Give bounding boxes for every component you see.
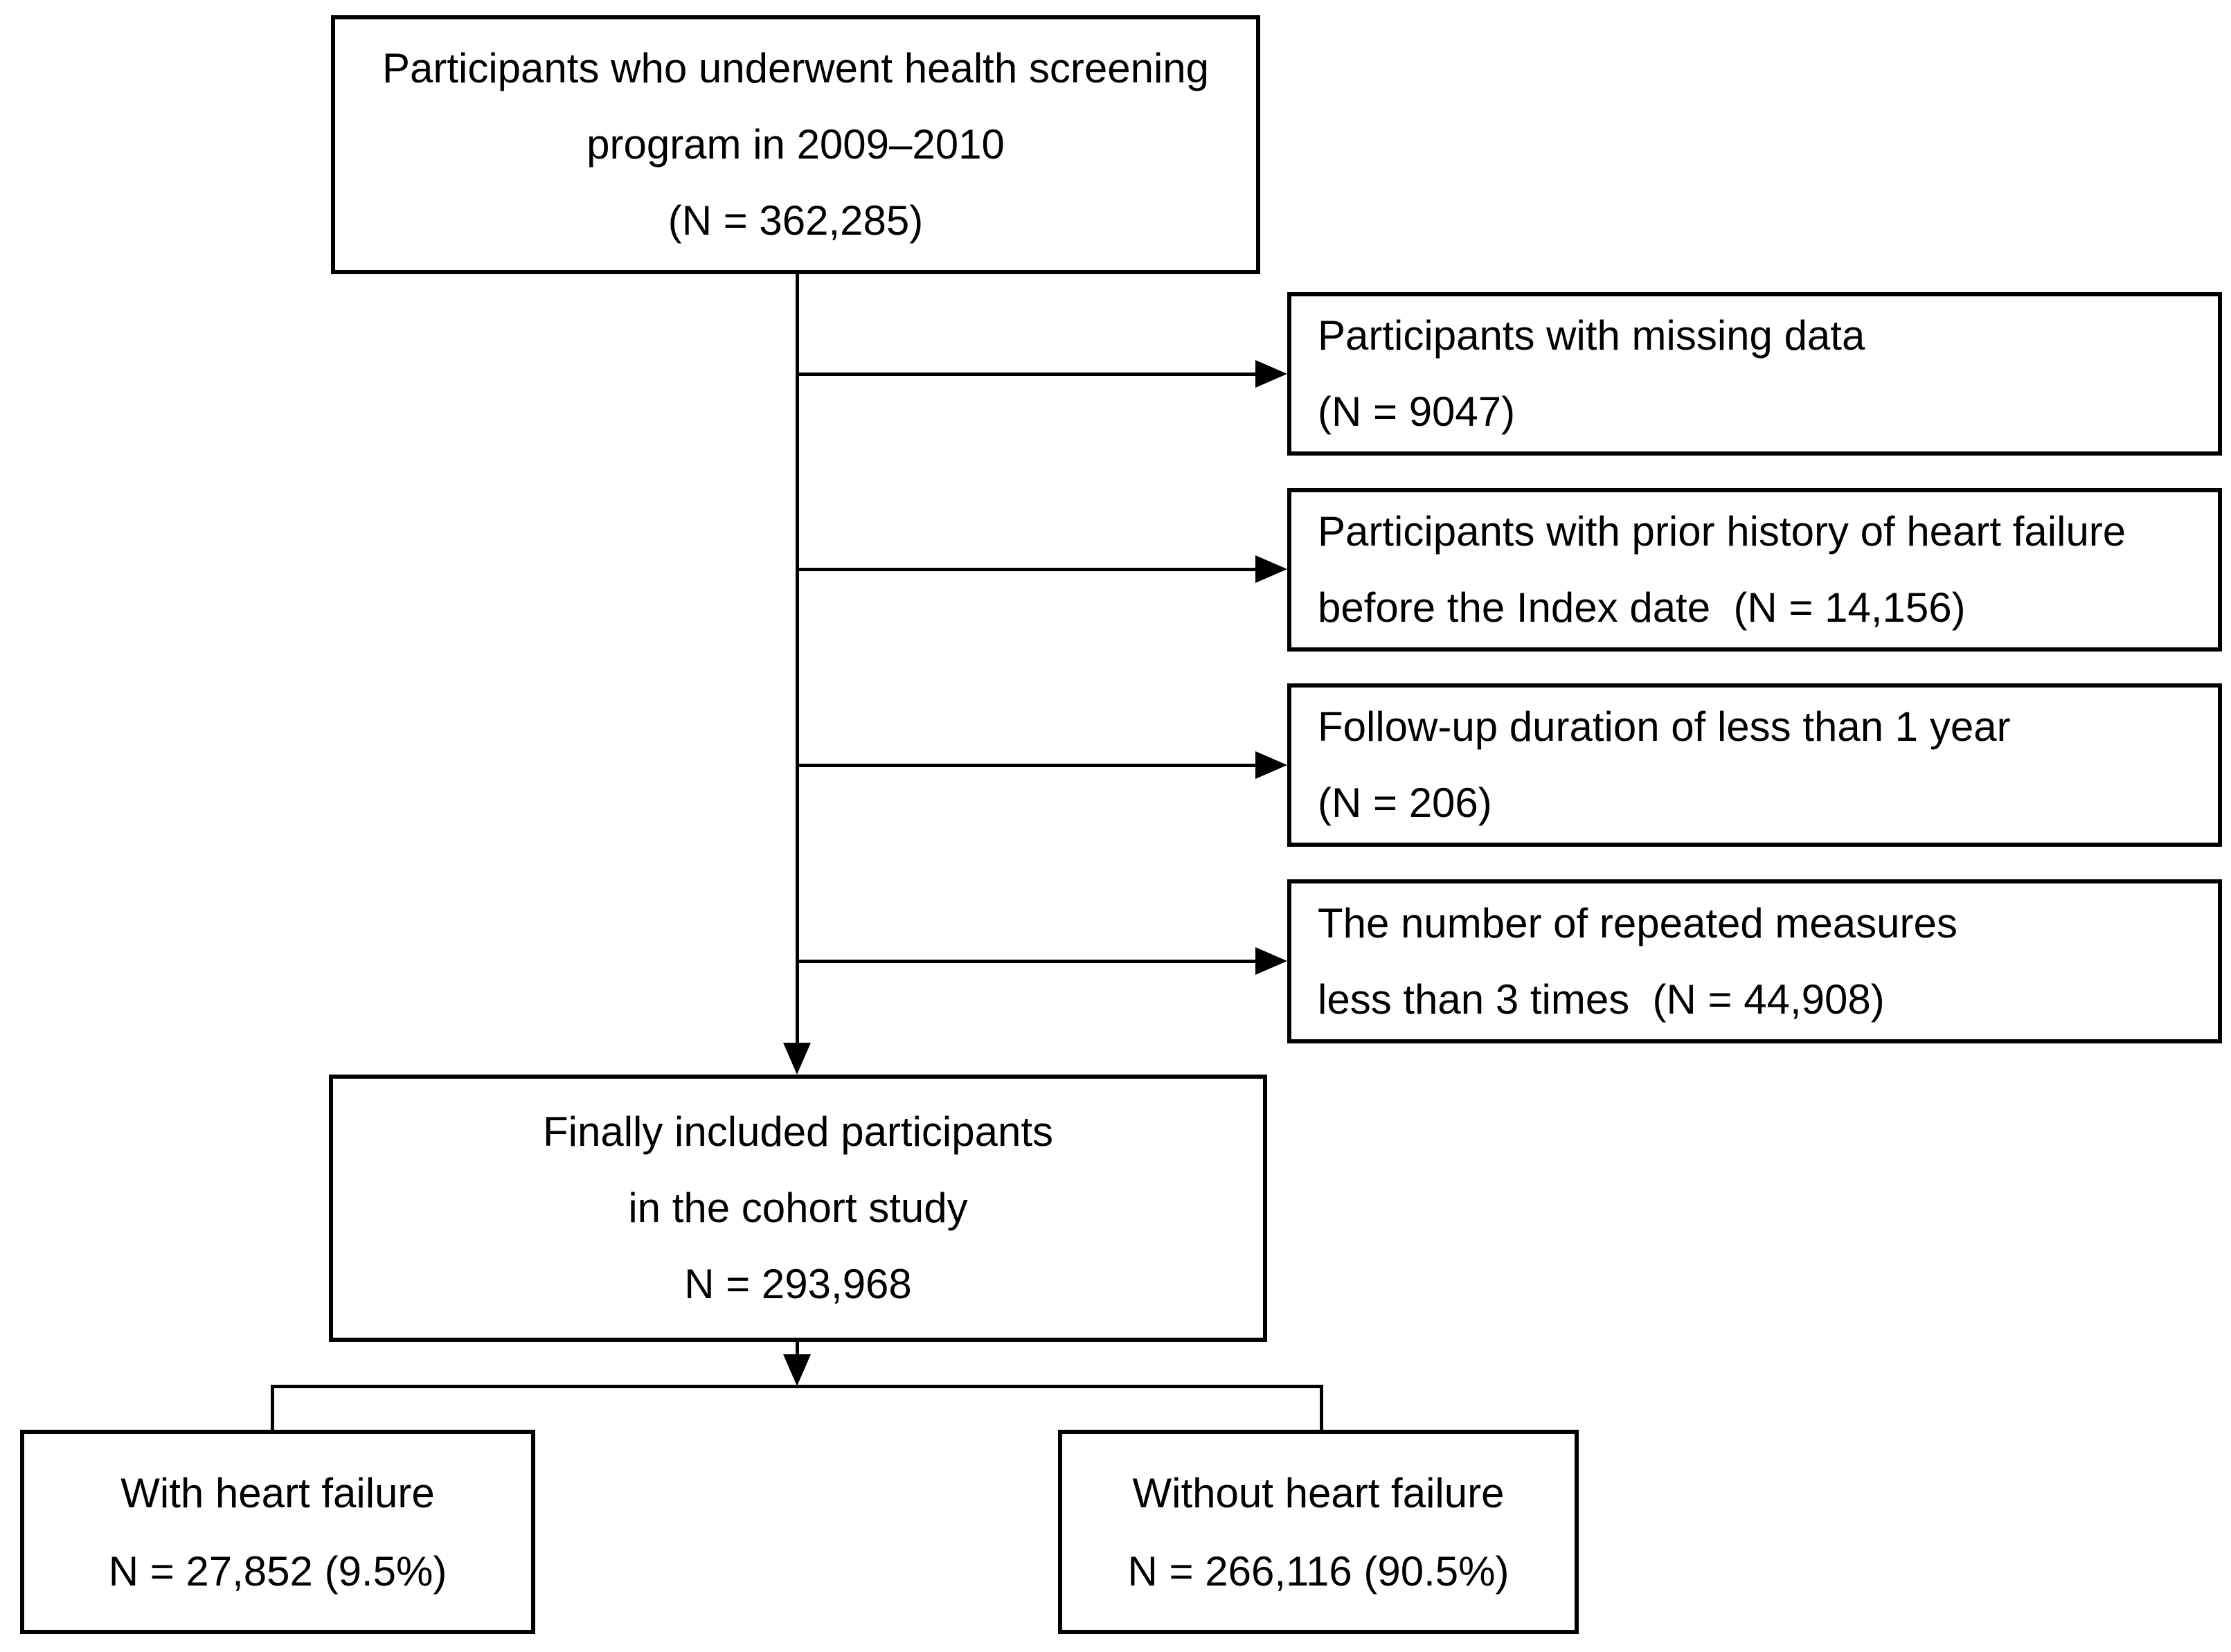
arrowhead-right-exclusion-1 bbox=[1255, 360, 1287, 388]
exclusion-1-line-1: Participants with missing data bbox=[1318, 312, 1865, 359]
exclusion-3-line-2: (N = 206) bbox=[1318, 780, 1492, 826]
connector-exclusion-3 bbox=[796, 764, 1258, 767]
connector-split-right-drop bbox=[1320, 1387, 1323, 1431]
exclusion-2-line-1: Participants with prior history of heart… bbox=[1318, 508, 2126, 555]
with-hf-line-1: With heart failure bbox=[120, 1469, 435, 1516]
flow-box-exclusion-followup-duration: Follow-up duration of less than 1 year (… bbox=[1287, 683, 2222, 847]
exclusion-4-line-2: less than 3 times (N = 44,908) bbox=[1318, 976, 1885, 1023]
arrowhead-right-exclusion-4 bbox=[1255, 947, 1287, 975]
final-box-line-1: Finally included participants bbox=[542, 1108, 1054, 1155]
flow-box-exclusion-missing-data: Participants with missing data (N = 9047… bbox=[1287, 292, 2222, 456]
final-box-line-2: in the cohort study bbox=[628, 1185, 968, 1231]
screening-box-line-1: Participants who underwent health screen… bbox=[382, 45, 1210, 91]
connector-exclusion-1 bbox=[796, 372, 1258, 376]
with-hf-line-2: N = 27,852 (9.5%) bbox=[108, 1547, 447, 1595]
connector-final-stem bbox=[796, 1340, 799, 1357]
connector-main-vertical bbox=[796, 273, 799, 1044]
connector-exclusion-4 bbox=[796, 960, 1258, 963]
arrowhead-right-exclusion-2 bbox=[1255, 555, 1287, 583]
exclusion-2-line-2: before the Index date (N = 14,156) bbox=[1318, 584, 1966, 631]
final-box-line-3: N = 293,968 bbox=[684, 1261, 912, 1307]
without-hf-line-2: N = 266,116 (90.5%) bbox=[1127, 1547, 1509, 1595]
without-hf-line-1: Without heart failure bbox=[1132, 1469, 1505, 1516]
arrowhead-down-to-split bbox=[783, 1354, 811, 1386]
connector-split-horizontal bbox=[271, 1385, 1323, 1388]
flow-box-with-heart-failure: With heart failure N = 27,852 (9.5%) bbox=[20, 1430, 535, 1634]
flow-box-without-heart-failure: Without heart failure N = 266,116 (90.5%… bbox=[1058, 1430, 1579, 1634]
exclusion-1-line-2: (N = 9047) bbox=[1318, 388, 1516, 435]
flow-box-exclusion-repeated-measures: The number of repeated measures less tha… bbox=[1287, 879, 2222, 1043]
connector-split-left-drop bbox=[271, 1387, 274, 1431]
arrowhead-right-exclusion-3 bbox=[1255, 751, 1287, 779]
arrowhead-down-to-final-box bbox=[783, 1043, 811, 1075]
flow-box-exclusion-prior-heart-failure: Participants with prior history of heart… bbox=[1287, 488, 2222, 652]
screening-box-line-2: program in 2009–2010 bbox=[586, 121, 1005, 168]
flow-box-screening-population: Participants who underwent health screen… bbox=[331, 15, 1260, 274]
connector-exclusion-2 bbox=[796, 568, 1258, 571]
flow-box-final-cohort: Finally included participants in the coh… bbox=[329, 1075, 1267, 1342]
exclusion-4-line-1: The number of repeated measures bbox=[1318, 899, 1957, 946]
screening-box-line-3: (N = 362,285) bbox=[667, 197, 924, 244]
exclusion-3-line-1: Follow-up duration of less than 1 year bbox=[1318, 703, 2011, 750]
